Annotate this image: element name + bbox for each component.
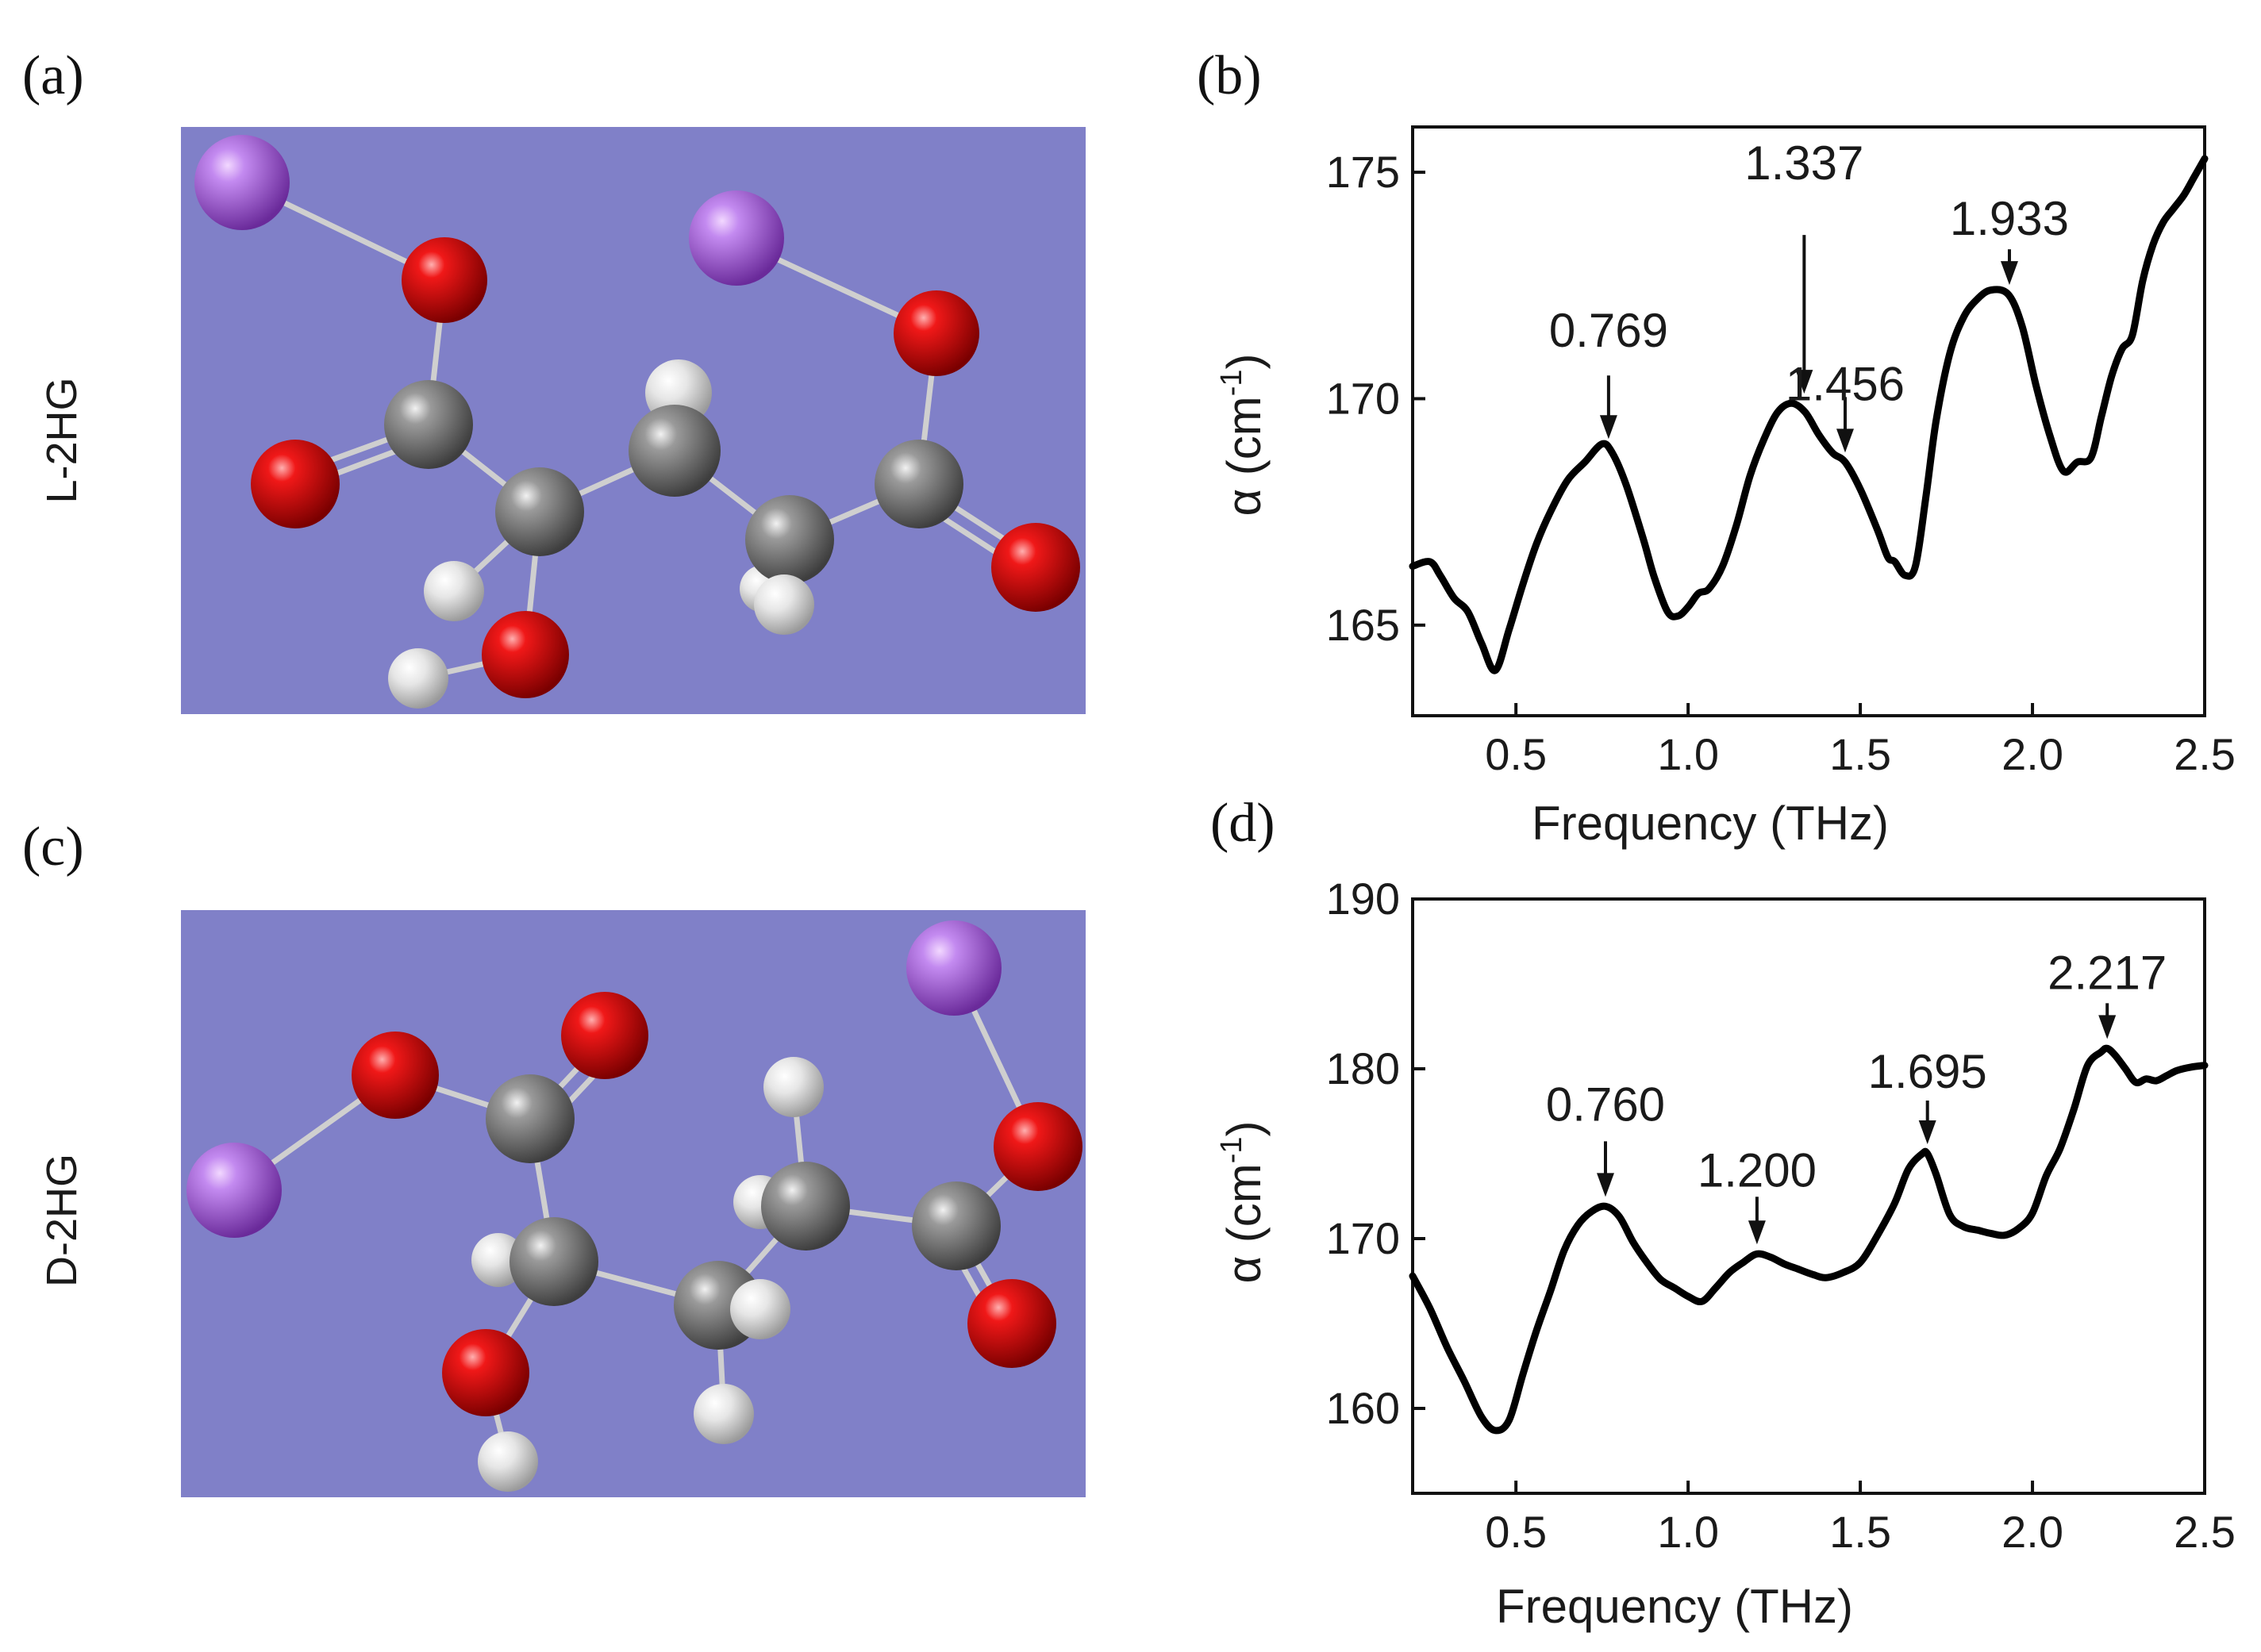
sodium-atom (906, 920, 1002, 1016)
oxygen-atom (994, 1102, 1082, 1191)
x-tick-label: 2.0 (2001, 1507, 2063, 1557)
plot-frame (1411, 897, 2206, 1495)
oxygen-atom (402, 237, 487, 323)
x-tick-label: 2.5 (2174, 729, 2236, 779)
oxygen-atom (561, 992, 648, 1079)
peak-label: 1.933 (1950, 192, 2069, 245)
sodium-atom (186, 1143, 282, 1238)
annotation-arrowhead (2000, 261, 2018, 286)
chart-d-ylabel-close: ) (1217, 1120, 1271, 1136)
carbon-atom (384, 380, 473, 469)
x-tick-label: 0.5 (1485, 1507, 1547, 1557)
annotation-arrowhead (1748, 1220, 1766, 1245)
hydrogen-atom (754, 574, 814, 635)
molecule-a-background (181, 127, 1086, 714)
y-tick-label: 180 (1326, 1043, 1400, 1093)
oxygen-atom (991, 523, 1080, 612)
x-tick-label: 1.0 (1657, 1507, 1719, 1557)
sodium-atom (689, 190, 784, 286)
carbon-atom (875, 440, 963, 528)
chart-b: 0.5 1.0 1.5 2.0 2.5 165 170 175 0.769 1.337 1.456 1… (1326, 125, 2236, 779)
carbon-atom (509, 1217, 598, 1306)
x-tick-label: 1.0 (1657, 729, 1719, 779)
svg-text:α (cm-1): α (cm-1) (1215, 353, 1271, 516)
oxygen-atom (482, 611, 569, 698)
panel-d: (d) α (cm-1) Frequency (THz) 0.5 1.0 1.5 2.… (1210, 793, 2236, 1633)
hydrogen-atom (388, 648, 448, 709)
hydrogen-atom (763, 1057, 824, 1117)
hydrogen-atom (424, 561, 484, 621)
hydrogen-atom (730, 1279, 790, 1339)
sodium-atom (194, 135, 290, 230)
x-tick-label: 2.5 (2174, 1507, 2236, 1557)
hydrogen-atom (694, 1384, 754, 1444)
y-tick-label: 160 (1326, 1383, 1400, 1433)
chart-d-ylabel: α (cm-1) (1215, 1120, 1271, 1283)
peak-label: 1.456 (1786, 357, 1905, 410)
molecule-c-atoms (186, 920, 1082, 1492)
peak-label: 2.217 (2048, 946, 2167, 999)
carbon-atom (495, 467, 584, 556)
y-tick-label: 175 (1326, 147, 1400, 197)
panel-b: (b) α (cm-1) Frequency (THz) 0.5 1.0 1.5 2.… (1197, 45, 2236, 850)
annotation-arrowhead (2098, 1015, 2117, 1039)
carbon-atom (486, 1074, 575, 1163)
oxygen-atom (442, 1329, 529, 1416)
chart-b-ylabel: α (cm-1) (1215, 353, 1271, 516)
chart-b-ylabel-close: ) (1217, 353, 1271, 369)
annotation-arrowhead (1599, 415, 1617, 440)
y-tick-label: 190 (1326, 874, 1400, 924)
peak-label: 0.769 (1549, 304, 1668, 357)
panel-c: (c) D-2HG (22, 816, 1086, 1497)
carbon-atom (745, 495, 834, 584)
chart-b-xlabel: Frequency (THz) (1532, 797, 1889, 850)
annotation-arrowhead (1836, 428, 1854, 453)
peak-label: 1.200 (1698, 1143, 1817, 1197)
chart-d-xlabel: Frequency (THz) (1496, 1580, 1853, 1633)
carbon-atom (761, 1162, 850, 1251)
oxygen-atom (251, 440, 340, 528)
plot-frame (1411, 125, 2206, 717)
peak-label: 0.760 (1546, 1078, 1665, 1131)
chart-d: 0.5 1.0 1.5 2.0 2.5 160 170 180 190 0.760 1.200 1.6… (1326, 874, 2236, 1557)
oxygen-atom (967, 1279, 1056, 1368)
panel-d-letter: (d) (1210, 793, 1275, 854)
peak-label: 1.695 (1868, 1045, 1987, 1098)
x-tick-label: 0.5 (1485, 729, 1547, 779)
annotation-arrowhead (1795, 370, 1813, 394)
annotation-arrowhead (1918, 1120, 1936, 1144)
y-tick-label: 170 (1326, 373, 1400, 423)
panel-a-letter: (a) (22, 45, 84, 106)
molecule-a-atoms (194, 135, 1080, 709)
y-tick-label: 165 (1326, 600, 1400, 650)
oxygen-atom (894, 290, 979, 376)
panel-c-side-label: D-2HG (38, 1154, 86, 1287)
y-tick-label: 170 (1326, 1213, 1400, 1263)
x-tick-label: 1.5 (1829, 729, 1891, 779)
panel-b-letter: (b) (1197, 45, 1262, 106)
chart-d-ylabel-base: α (cm (1217, 1163, 1271, 1283)
carbon-atom (629, 405, 721, 497)
oxygen-atom (352, 1032, 439, 1119)
series-line (1409, 155, 2209, 674)
carbon-atom (912, 1181, 1001, 1270)
chart-d-ylabel-sup: -1 (1215, 1136, 1248, 1163)
x-tick-label: 1.5 (1829, 1507, 1891, 1557)
panel-a: (a) L-2HG (22, 45, 1086, 714)
series-line (1409, 1044, 2209, 1435)
panel-c-letter: (c) (22, 816, 84, 878)
annotation-arrowhead (1596, 1173, 1614, 1197)
svg-text:α (cm-1): α (cm-1) (1215, 1120, 1271, 1283)
panel-a-side-label: L-2HG (38, 377, 86, 503)
chart-b-ylabel-base: α (cm (1217, 396, 1271, 516)
x-tick-label: 2.0 (2001, 729, 2063, 779)
hydrogen-atom (478, 1431, 538, 1492)
chart-b-ylabel-sup: -1 (1215, 369, 1248, 396)
peak-label: 1.337 (1744, 136, 1863, 190)
